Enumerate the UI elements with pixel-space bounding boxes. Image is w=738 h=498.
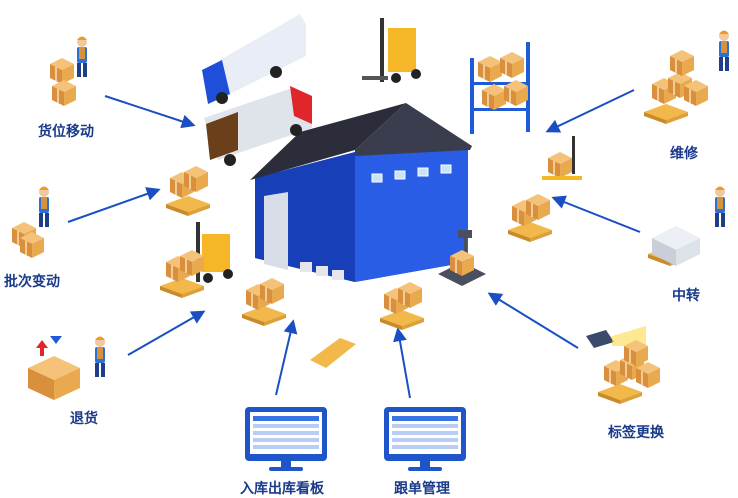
monitor-icon bbox=[245, 407, 327, 471]
arrow-batch bbox=[67, 187, 161, 223]
scale-icon bbox=[438, 230, 486, 286]
label-batch-change: 批次变动 bbox=[4, 274, 60, 290]
label-tag-change: 标签更换 bbox=[608, 425, 664, 441]
truck-icon bbox=[202, 14, 312, 166]
worker-icon bbox=[28, 336, 105, 400]
pallet-jack-icon bbox=[542, 136, 582, 180]
forklift-icon bbox=[196, 222, 233, 283]
label-inout-board: 入库出库看板 bbox=[240, 481, 324, 497]
box-stacks bbox=[598, 339, 661, 404]
label-return: 退货 bbox=[70, 411, 98, 427]
arrow-move bbox=[104, 95, 196, 129]
arrow-repair bbox=[545, 89, 635, 133]
arrow-return bbox=[127, 310, 206, 356]
worker-icon bbox=[648, 186, 725, 266]
label-transit: 中转 bbox=[672, 288, 700, 304]
arrow-tag bbox=[487, 292, 579, 349]
arrow-board bbox=[275, 319, 298, 396]
forklift-icon bbox=[362, 18, 421, 83]
monitor-icon bbox=[384, 407, 466, 471]
warehouse-icon bbox=[250, 103, 472, 368]
label-order-tracking: 跟单管理 bbox=[394, 481, 450, 497]
shelf-icon bbox=[470, 42, 530, 134]
label-repair: 维修 bbox=[670, 146, 698, 162]
label-inventory-move: 货位移动 bbox=[38, 124, 94, 140]
arrow-order bbox=[393, 327, 411, 399]
worker-icon bbox=[644, 30, 729, 124]
arrow-transit bbox=[551, 195, 641, 233]
worker-icon bbox=[49, 36, 87, 107]
worker-icon bbox=[11, 186, 49, 259]
flow-arrows bbox=[67, 89, 641, 399]
